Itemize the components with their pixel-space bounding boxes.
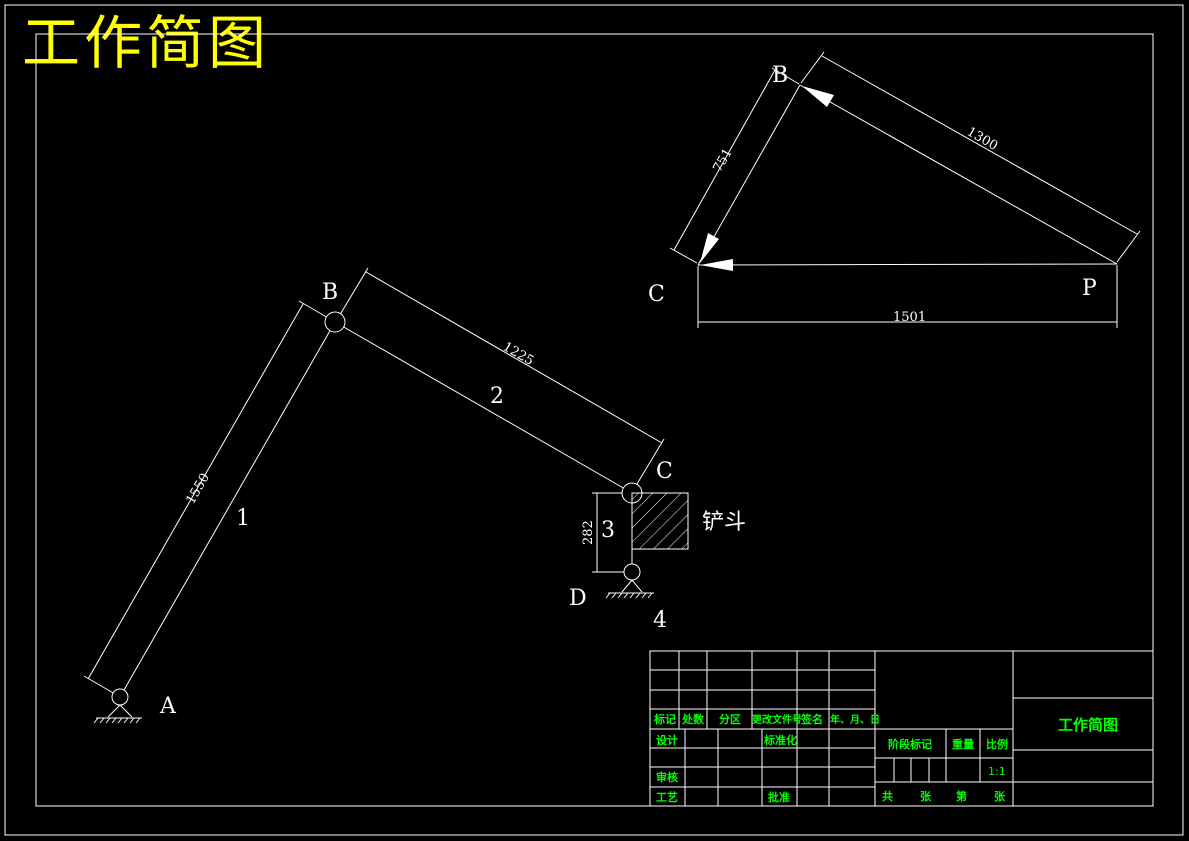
tb-header-mark: 标记 — [653, 712, 676, 726]
dim-bc-line — [365, 271, 663, 444]
title-block — [649, 650, 1154, 807]
ground-support-a — [93, 704, 142, 724]
joint-b — [324, 311, 346, 333]
label-joint-d: D — [569, 586, 587, 611]
tb-scale-value: 1:1 — [988, 765, 1006, 778]
dim-ab-value: 1550 — [183, 471, 213, 507]
tri-label-b: B — [772, 63, 788, 88]
tri-label-p: P — [1082, 276, 1097, 301]
tri-cp-line — [697, 263, 1118, 266]
label-link-1: 1 — [236, 506, 250, 531]
link-2-line — [334, 321, 633, 494]
label-link-2: 2 — [490, 384, 504, 409]
tri-dim-bp-value: 1300 — [964, 124, 1000, 154]
inner-border — [35, 33, 1154, 807]
label-link-3: 3 — [601, 518, 615, 543]
tb-stage-mark: 阶段标记 — [888, 737, 932, 751]
tri-bp-line — [799, 84, 1118, 265]
arrow-bp — [802, 86, 834, 107]
tb-header-zone: 分区 — [719, 712, 741, 726]
outer-border — [4, 4, 1184, 836]
tb-sheet-total: 共 — [882, 789, 893, 803]
drawing-title: 工作简图 — [22, 9, 271, 77]
dim-bc-value: 1225 — [500, 339, 536, 369]
dim-ab-line — [87, 303, 304, 680]
arrow-cp — [700, 259, 733, 271]
link-1-line — [119, 321, 336, 698]
tri-dim-bc-value: 751 — [710, 146, 735, 175]
tb-header-date: 年、月、日 — [830, 713, 880, 726]
dim-cd-value: 282 — [581, 520, 596, 545]
tb-design: 设计 — [656, 733, 678, 747]
label-joint-c: C — [656, 459, 673, 484]
ground-support-d — [605, 579, 654, 599]
tri-label-c: C — [648, 282, 665, 307]
tb-header-count: 处数 — [681, 712, 705, 726]
tb-header-sign: 签名 — [800, 712, 823, 726]
tb-weight: 重量 — [952, 737, 974, 751]
tb-sheet-number: 第 — [956, 789, 967, 803]
joint-a — [111, 688, 129, 706]
label-link-4: 4 — [653, 608, 667, 633]
linkage-diagram — [83, 267, 689, 724]
tb-process: 工艺 — [656, 790, 678, 804]
tb-scale-label: 比例 — [986, 737, 1008, 751]
tb-approve: 批准 — [768, 790, 790, 804]
label-joint-a: A — [159, 694, 177, 719]
tri-bc-line — [697, 84, 801, 266]
tri-dim-cp-value: 1501 — [893, 310, 926, 325]
bucket-hatched-block — [631, 492, 689, 550]
tb-standardization: 标准化 — [763, 733, 797, 747]
tb-review: 审核 — [656, 770, 678, 784]
tb-sheet-unit-2: 张 — [994, 789, 1006, 803]
label-joint-b: B — [322, 280, 338, 305]
tb-header-change-doc: 更改文件号 — [752, 713, 802, 726]
label-bucket: 铲斗 — [702, 510, 746, 535]
joint-d — [623, 563, 641, 581]
tb-drawing-name: 工作简图 — [1058, 716, 1118, 734]
force-triangle — [669, 51, 1141, 328]
tb-sheet-unit-1: 张 — [920, 789, 932, 803]
arrow-bc — [700, 233, 719, 263]
